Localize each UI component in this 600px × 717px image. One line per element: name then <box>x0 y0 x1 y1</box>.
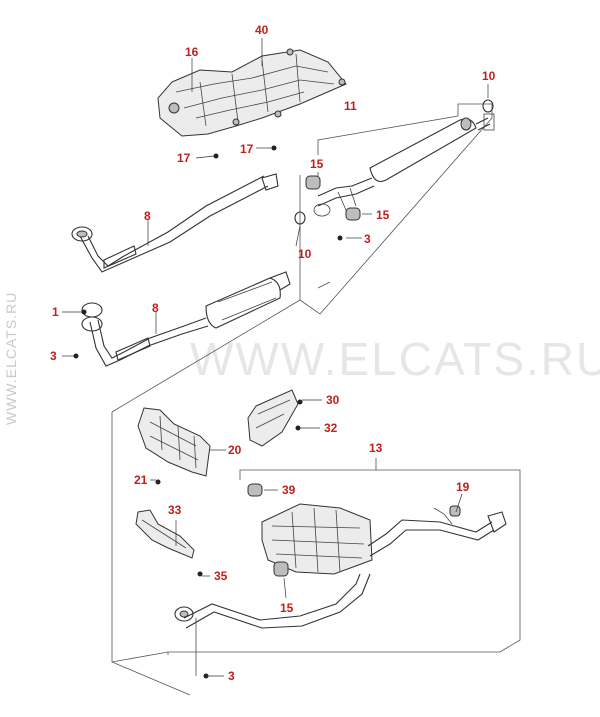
callout-20: 20 <box>228 443 242 457</box>
callout-15-lower: 15 <box>280 601 294 615</box>
callout-8-lower: 8 <box>152 301 159 315</box>
callouts: 40 16 17 17 10 11 15 15 3 8 10 1 8 3 30 … <box>50 23 496 683</box>
callout-40: 40 <box>255 23 269 37</box>
heat-shield-30 <box>247 389 299 447</box>
front-pipe-8-upper <box>71 173 279 273</box>
side-watermark: WWW.ELCATS.RU <box>3 292 19 425</box>
callout-15-upper-right: 15 <box>376 208 390 222</box>
callout-13: 13 <box>369 441 383 455</box>
callout-8-upper: 8 <box>144 209 151 223</box>
callout-1: 1 <box>52 305 59 319</box>
gasket-10 <box>294 99 494 225</box>
upper-frame <box>111 103 493 413</box>
front-pipe-11 <box>313 113 495 217</box>
callout-3-bottom: 3 <box>228 669 235 683</box>
callout-17-right: 17 <box>240 142 254 156</box>
callout-17-left: 17 <box>177 151 191 165</box>
hanger-15-upper <box>305 175 361 221</box>
callout-3-upper: 3 <box>364 232 371 246</box>
callout-3-left: 3 <box>50 349 57 363</box>
heat-shield-40 <box>157 48 347 137</box>
rear-muffler-13 <box>174 503 507 629</box>
callout-35: 35 <box>214 569 228 583</box>
callout-11: 11 <box>344 99 357 113</box>
callout-33: 33 <box>168 503 182 517</box>
bolts <box>73 145 343 679</box>
heat-shield-20 <box>137 407 211 477</box>
front-pipe-8-lower <box>81 271 291 367</box>
callout-15-upper-left: 15 <box>310 157 324 171</box>
callout-16: 16 <box>185 45 199 59</box>
center-watermark: WWW.ELCATS.RU <box>190 333 600 385</box>
callout-21: 21 <box>134 473 148 487</box>
callout-10-top: 10 <box>482 69 496 83</box>
callout-10-middle: 10 <box>298 247 312 261</box>
lower-frame <box>111 412 521 696</box>
callout-19: 19 <box>456 480 470 494</box>
hanger-lower <box>247 483 461 577</box>
bracket-33 <box>135 509 195 559</box>
callout-30: 30 <box>326 393 340 407</box>
callout-32: 32 <box>324 421 338 435</box>
leader-lines <box>62 38 489 677</box>
callout-39: 39 <box>282 483 296 497</box>
